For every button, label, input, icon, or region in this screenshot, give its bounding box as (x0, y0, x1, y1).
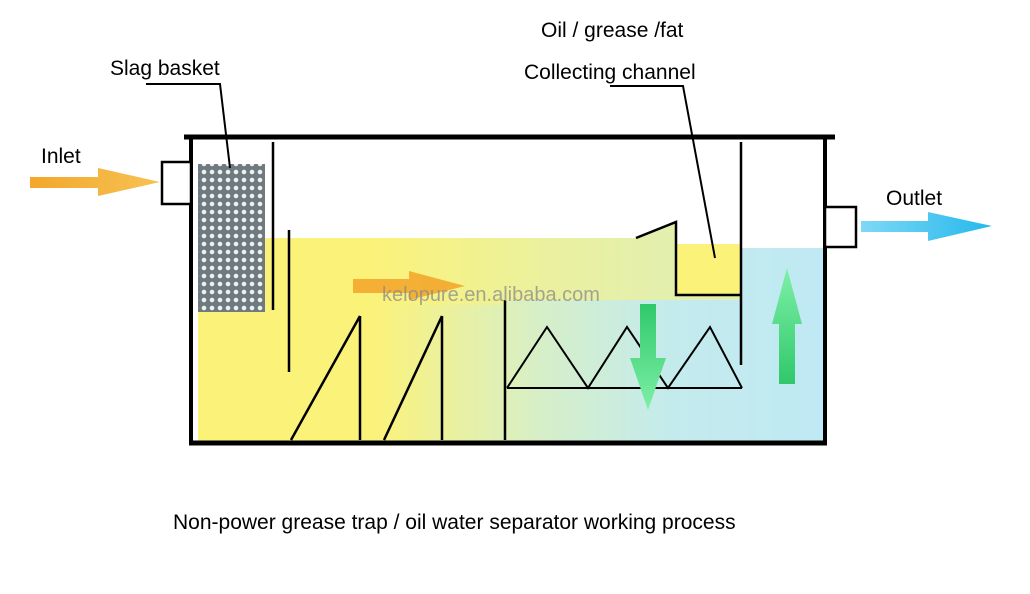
watermark-text: kelopure.en.alibaba.com (382, 284, 600, 306)
outlet-pipe (823, 205, 858, 249)
inlet-pipe (160, 160, 193, 206)
arrow-down-icon (630, 304, 666, 410)
inlet-label: Inlet (41, 145, 81, 168)
internal-baffles (271, 142, 743, 441)
collecting-channel-label: Collecting channel (524, 61, 696, 84)
diagram-caption: Non-power grease trap / oil water separa… (173, 511, 736, 534)
slag-basket (198, 164, 265, 312)
oil-grease-fat-label: Oil / grease /fat (541, 19, 684, 42)
slag-basket-label: Slag basket (110, 57, 220, 80)
arrow-right-icon (353, 271, 465, 300)
collecting-channel-leader (610, 85, 716, 259)
arrow-right-icon (861, 212, 992, 241)
outlet-label: Outlet (886, 187, 942, 210)
tank-liquid (198, 222, 824, 442)
slag-basket-leader (146, 83, 231, 169)
coalescing-triangles (506, 325, 743, 390)
arrow-up-icon (772, 268, 802, 384)
arrow-right-icon (30, 168, 160, 196)
